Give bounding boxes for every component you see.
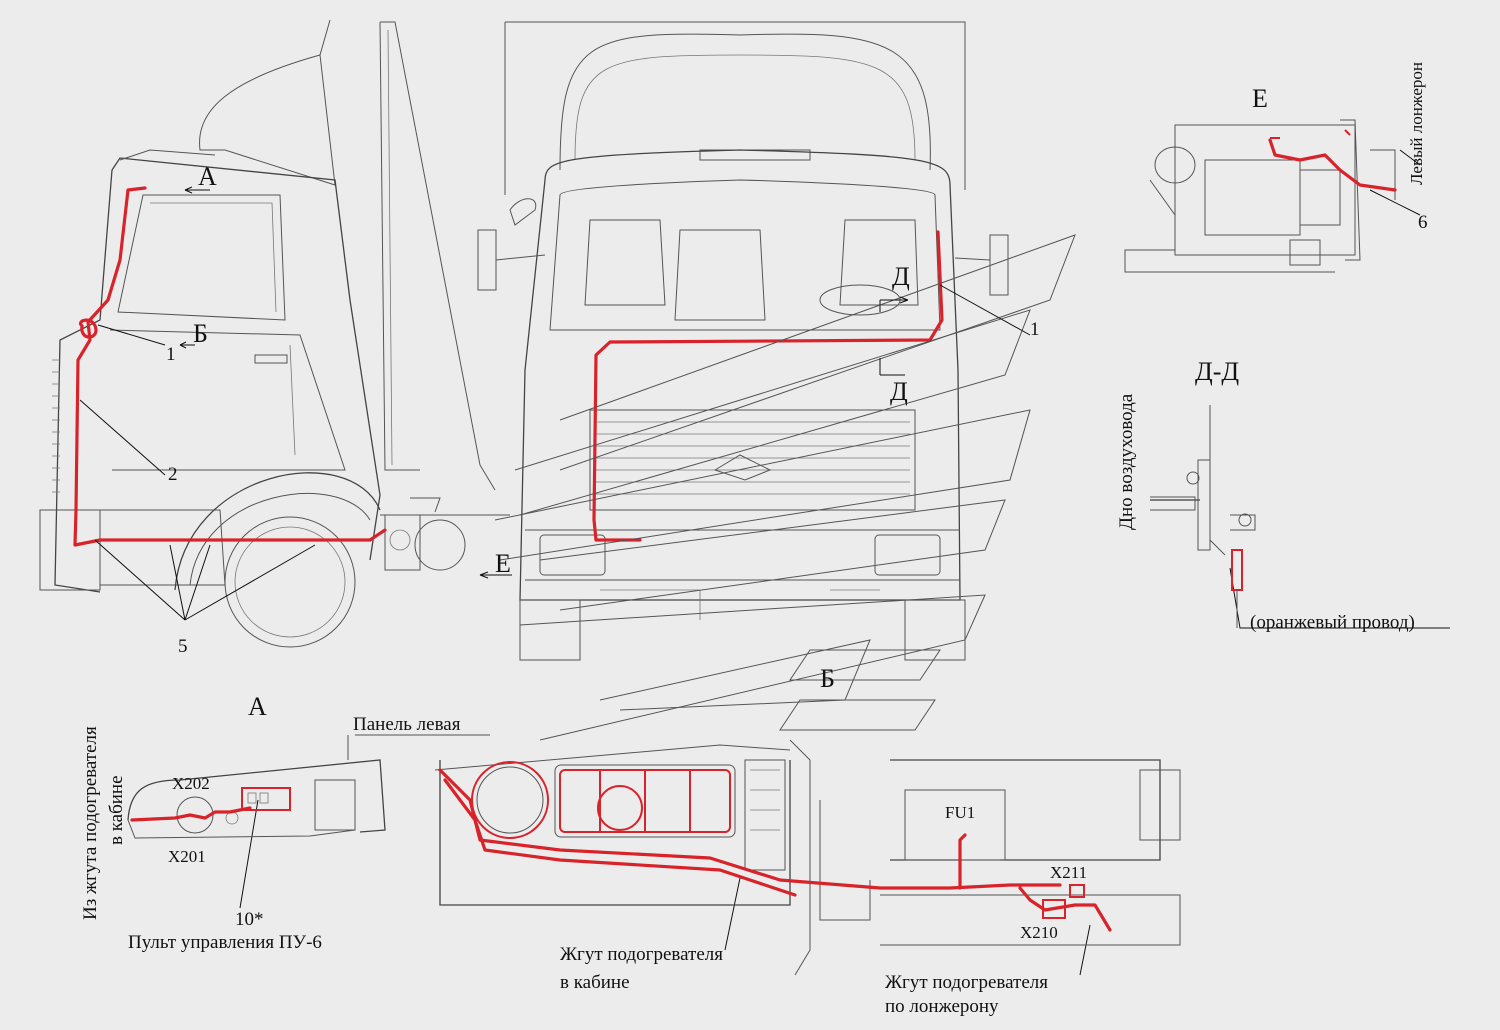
label-x201: X201: [168, 847, 206, 866]
label-item-5: 5: [178, 636, 188, 657]
label-view-e-arrow: Е: [495, 549, 511, 578]
label-x211: X211: [1050, 863, 1087, 882]
title-section-dd: Д-Д: [1195, 357, 1239, 386]
title-view-b: Б: [820, 664, 835, 693]
harness-side-view: [73, 186, 387, 547]
label-from-harness-1: Из жгута подогревателя: [80, 726, 101, 920]
title-view-a: А: [248, 692, 267, 721]
view-e-heater: [1124, 119, 1397, 273]
section-planes: [494, 234, 1076, 741]
front-view-truck: [477, 21, 1009, 661]
label-cab-harness-1: Жгут подогревателя: [560, 944, 723, 965]
leader-lines: [79, 149, 1450, 976]
front-grille: [589, 409, 916, 511]
label-x210: X210: [1020, 923, 1058, 942]
label-item-1-front: 1: [1030, 319, 1040, 340]
label-from-harness-2: в кабине: [106, 775, 127, 845]
label-x202: X202: [172, 774, 210, 793]
label-view-d-bottom: Д: [890, 377, 908, 406]
heater-unit-side: [384, 514, 466, 571]
label-cab-harness-2: в кабине: [560, 972, 630, 993]
label-spar-harness-1: Жгут подогревателя: [885, 972, 1048, 993]
label-control-panel: Пульт управления ПУ-6: [128, 932, 322, 953]
view-a-panel: [127, 734, 490, 839]
label-view-b-arrow: Б: [193, 319, 208, 348]
label-spar-harness-2: по лонжерону: [885, 996, 999, 1017]
label-orange-wire: (оранжевый провод): [1250, 612, 1415, 633]
label-item-6: 6: [1418, 212, 1428, 233]
section-dd: [1150, 405, 1256, 628]
label-view-d-top: Д: [892, 262, 910, 291]
side-view-truck: [39, 19, 510, 648]
view-arrows: [179, 186, 909, 579]
label-fu1: FU1: [945, 803, 975, 822]
label-panel-left: Панель левая: [353, 714, 461, 735]
view-b-dash: [434, 739, 871, 976]
label-duct-bottom: Дно воздуховода: [1116, 393, 1137, 530]
label-item-10: 10*: [235, 909, 264, 930]
label-item-2: 2: [168, 464, 178, 485]
front-grille-slots: [52, 359, 60, 493]
harness-front-view: [592, 230, 944, 542]
label-item-1-side: 1: [166, 344, 176, 365]
label-view-a-arrow: А: [198, 162, 217, 191]
title-view-e: Е: [1252, 84, 1268, 113]
frame-section: [880, 759, 1181, 946]
label-left-spar: Левый лонжерон: [1407, 62, 1426, 185]
